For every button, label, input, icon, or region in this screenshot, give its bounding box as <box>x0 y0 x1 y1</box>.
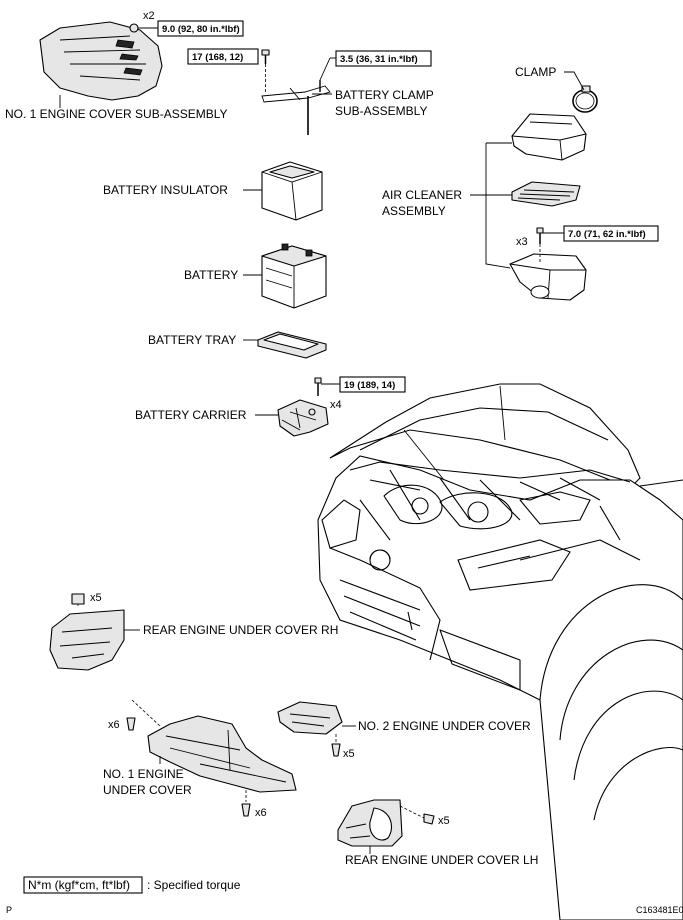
no2-engine-under-cover-label: NO. 2 ENGINE UNDER COVER <box>358 719 531 733</box>
legend-units: N*m (kgf*cm, ft*lbf) <box>28 878 130 892</box>
vehicle-illustration <box>317 383 683 920</box>
quantity-label: x2 <box>143 10 155 22</box>
battery-part <box>261 243 327 309</box>
torque-value: 19 (189, 14) <box>344 380 395 391</box>
bolt-icon <box>129 23 139 33</box>
air-filter-element-part <box>511 181 581 207</box>
battery-insulator-part <box>261 161 323 221</box>
quantity-label: x4 <box>330 399 342 411</box>
battery-label: BATTERY <box>184 268 238 282</box>
battery-tray-part <box>257 331 327 359</box>
legend-description: : Specified torque <box>147 878 241 892</box>
quantity-label: x5 <box>343 748 355 760</box>
quantity-label: x3 <box>516 236 528 248</box>
torque-value: 9.0 (92, 80 in.*lbf) <box>162 24 240 35</box>
torque-value: 7.0 (71, 62 in.*lbf) <box>568 229 646 240</box>
quantity-label: x6 <box>108 719 120 731</box>
torque-value: 17 (168, 12) <box>192 52 243 63</box>
no2-engine-under-cover-part <box>277 701 343 735</box>
clip-icon <box>331 743 341 757</box>
rear-engine-under-cover-lh-label: REAR ENGINE UNDER COVER LH <box>345 853 538 867</box>
rear-engine-under-cover-rh-part <box>49 609 125 671</box>
hose-clamp-part <box>572 85 598 113</box>
bolt-icon <box>261 49 270 64</box>
clip-icon <box>71 593 85 605</box>
no1-engine-under-cover-part <box>147 715 297 793</box>
no1-engine-under-cover-label-line1: NO. 1 ENGINE <box>103 767 184 781</box>
quantity-label: x5 <box>90 592 102 604</box>
clip-icon <box>126 717 136 731</box>
clip-icon <box>241 803 251 817</box>
battery-carrier-part <box>277 399 329 437</box>
air-cleaner-label-line1: AIR CLEANER <box>382 188 462 202</box>
torque-legend: N*m (kgf*cm, ft*lbf) : Specified torque <box>23 876 241 894</box>
clip-icon <box>423 813 435 825</box>
rear-engine-under-cover-rh-label: REAR ENGINE UNDER COVER RH <box>143 623 338 637</box>
battery-tray-label: BATTERY TRAY <box>148 333 236 347</box>
torque-box-air-cleaner: 7.0 (71, 62 in.*lbf) <box>563 225 659 242</box>
bolt-icon <box>314 377 322 396</box>
quantity-label: x6 <box>255 807 267 819</box>
torque-box-engine-cover: 9.0 (92, 80 in.*lbf) <box>157 20 244 37</box>
battery-clamp-part <box>261 80 331 135</box>
engine-cover-label: NO. 1 ENGINE COVER SUB-ASSEMBLY <box>5 107 228 121</box>
torque-value: 3.5 (36, 31 in.*lbf) <box>340 54 418 65</box>
torque-box-battery-clamp-nut: 3.5 (36, 31 in.*lbf) <box>335 50 432 67</box>
rear-engine-under-cover-lh-part <box>337 799 403 847</box>
battery-carrier-label: BATTERY CARRIER <box>135 408 247 422</box>
engine-cover-sub-assembly-part <box>39 21 163 101</box>
air-cleaner-cap-part <box>511 113 587 161</box>
torque-box-battery-carrier: 19 (189, 14) <box>339 376 406 393</box>
battery-clamp-label-line2: SUB-ASSEMBLY <box>335 104 427 118</box>
air-cleaner-label-line2: ASSEMBLY <box>382 204 446 218</box>
quantity-label: x5 <box>438 815 450 827</box>
bolt-icon <box>536 227 544 244</box>
clamp-label: CLAMP <box>515 65 556 79</box>
page-marker: P <box>6 905 12 915</box>
figure-id: C163481E01 <box>636 905 683 915</box>
battery-clamp-label-line1: BATTERY CLAMP <box>335 88 434 102</box>
air-cleaner-case-part <box>509 253 587 301</box>
battery-insulator-label: BATTERY INSULATOR <box>103 183 228 197</box>
torque-box-battery-clamp-bolt: 17 (168, 12) <box>187 48 259 65</box>
no1-engine-under-cover-label-line2: UNDER COVER <box>103 783 192 797</box>
